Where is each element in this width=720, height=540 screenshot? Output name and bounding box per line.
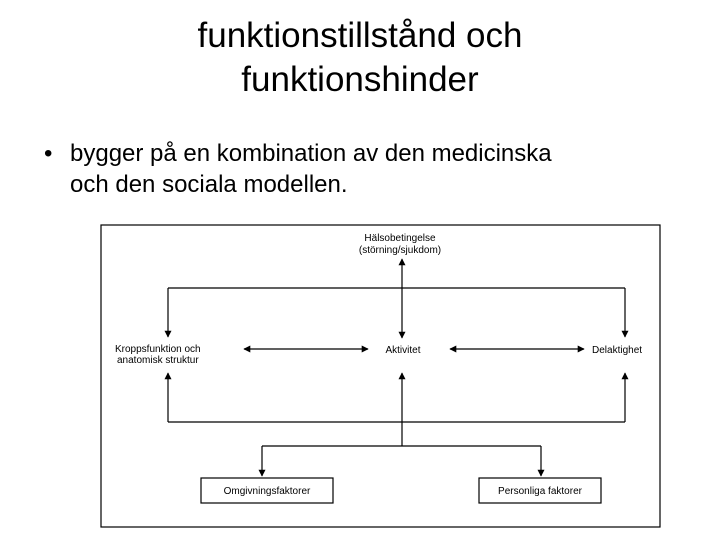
body-function-label-line-1: Kroppsfunktion och <box>115 344 201 355</box>
environmental-factors-box <box>200 477 334 504</box>
health-condition-label-line-1: Hälsobetingelse <box>364 233 436 244</box>
title-line-2: funktionshinder <box>241 60 479 99</box>
bullet-point: • bygger på en kombination av den medici… <box>44 138 684 200</box>
bullet-line-2: och den sociala modellen. <box>70 171 348 198</box>
personal-factors-label: Personliga faktorer <box>498 486 583 497</box>
bullet-line-1: bygger på en kombination av den medicins… <box>70 140 552 167</box>
body-function-label-line-2: anatomisk struktur <box>117 355 199 366</box>
activity-label: Aktivitet <box>385 345 420 356</box>
participation-label: Delaktighet <box>592 345 642 356</box>
title-line-1: funktionstillstånd och <box>197 16 523 55</box>
bullet-symbol: • <box>44 140 53 167</box>
personal-factors-box <box>478 477 602 504</box>
diagram-frame <box>100 224 661 528</box>
slide-title: funktionstillstånd och funktionshinder <box>0 14 720 102</box>
health-condition-label-line-2: (störning/sjukdom) <box>359 245 441 256</box>
environmental-factors-label: Omgivningsfaktorer <box>224 486 311 497</box>
